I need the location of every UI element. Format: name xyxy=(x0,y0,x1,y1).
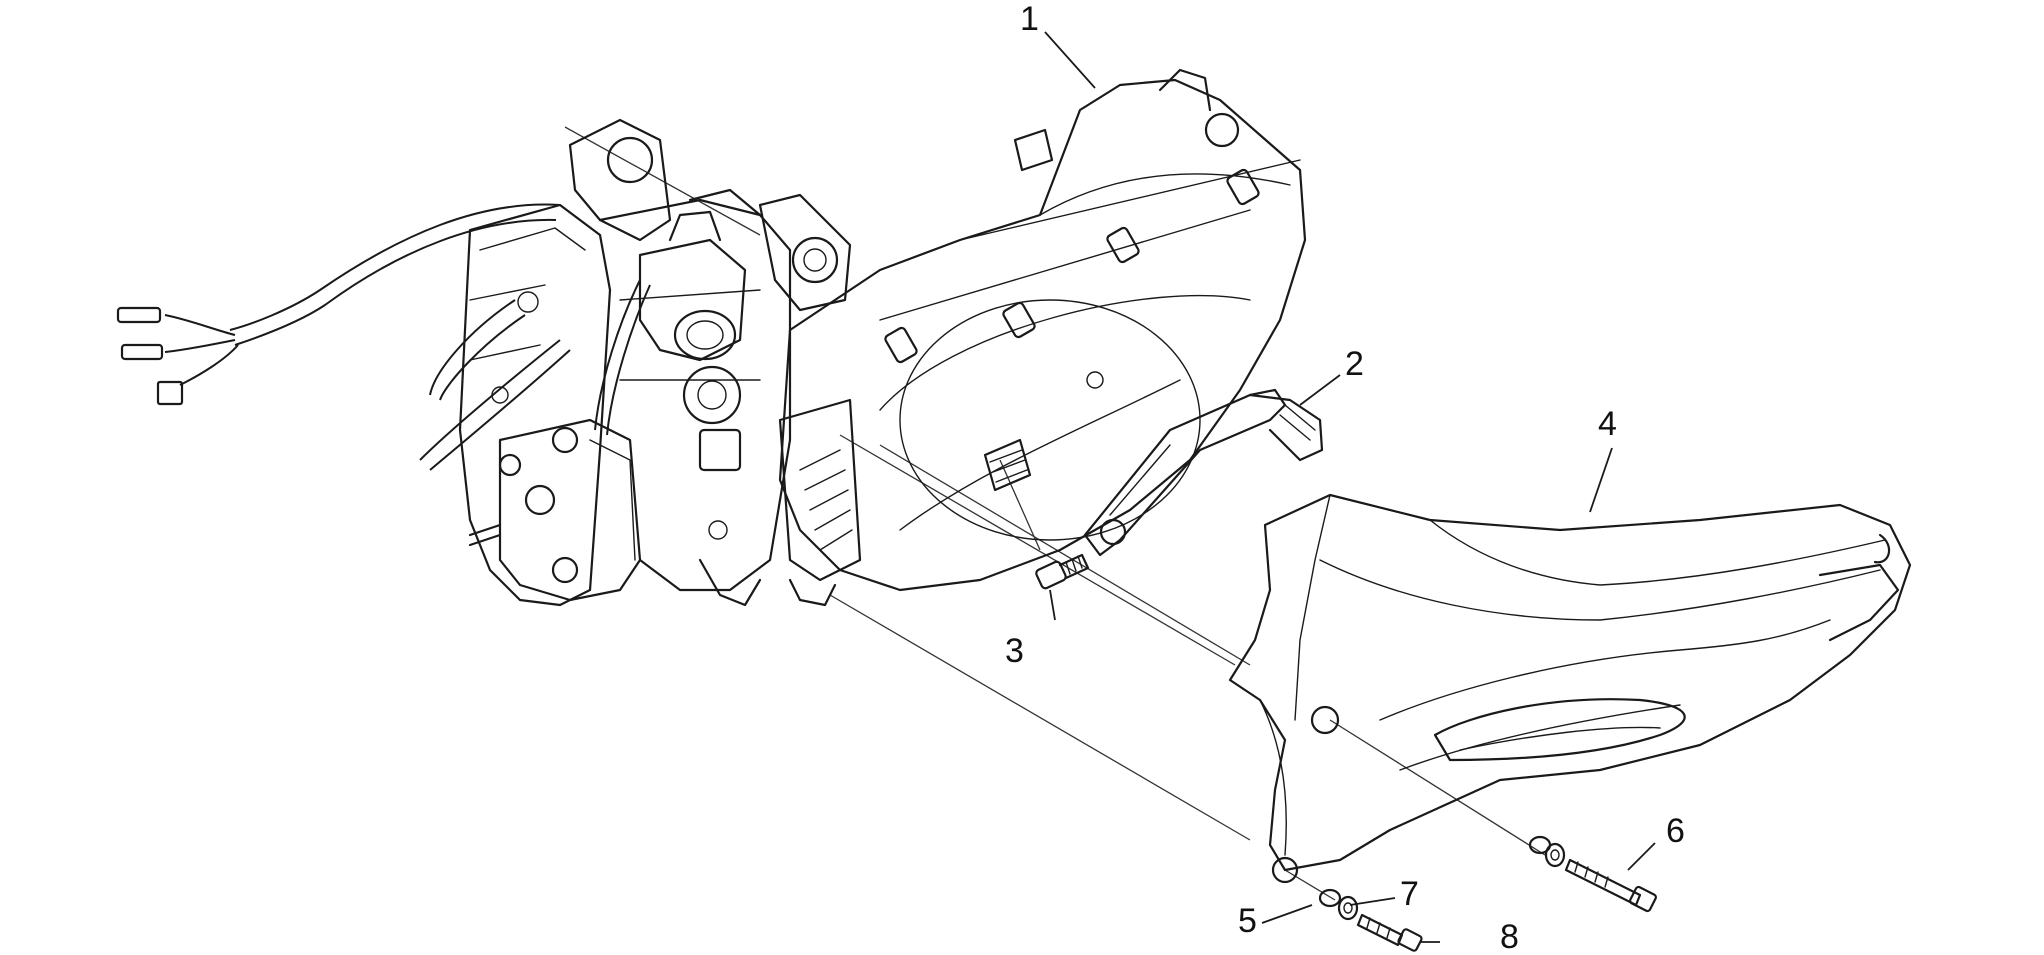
assembly-axis-lines xyxy=(564,126,1546,901)
leader-lines xyxy=(1044,31,1656,943)
swing-arm-bracket xyxy=(1228,493,1912,884)
kick-start-lever xyxy=(1083,388,1324,557)
callout-3: 3 xyxy=(1005,632,1024,670)
callout-6: 6 xyxy=(1666,812,1685,850)
small-bolt xyxy=(1035,553,1090,590)
callout-7: 7 xyxy=(1400,875,1419,913)
fastener-set-upper xyxy=(1528,835,1657,913)
callout-8: 8 xyxy=(1500,918,1519,955)
engine-assembly xyxy=(458,68,1307,607)
callout-4: 4 xyxy=(1598,405,1617,443)
callout-1: 1 xyxy=(1020,0,1039,38)
fastener-set-lower xyxy=(1318,888,1423,952)
callout-5: 5 xyxy=(1238,902,1257,940)
wiring-harness xyxy=(116,203,651,471)
callout-2: 2 xyxy=(1345,345,1364,383)
